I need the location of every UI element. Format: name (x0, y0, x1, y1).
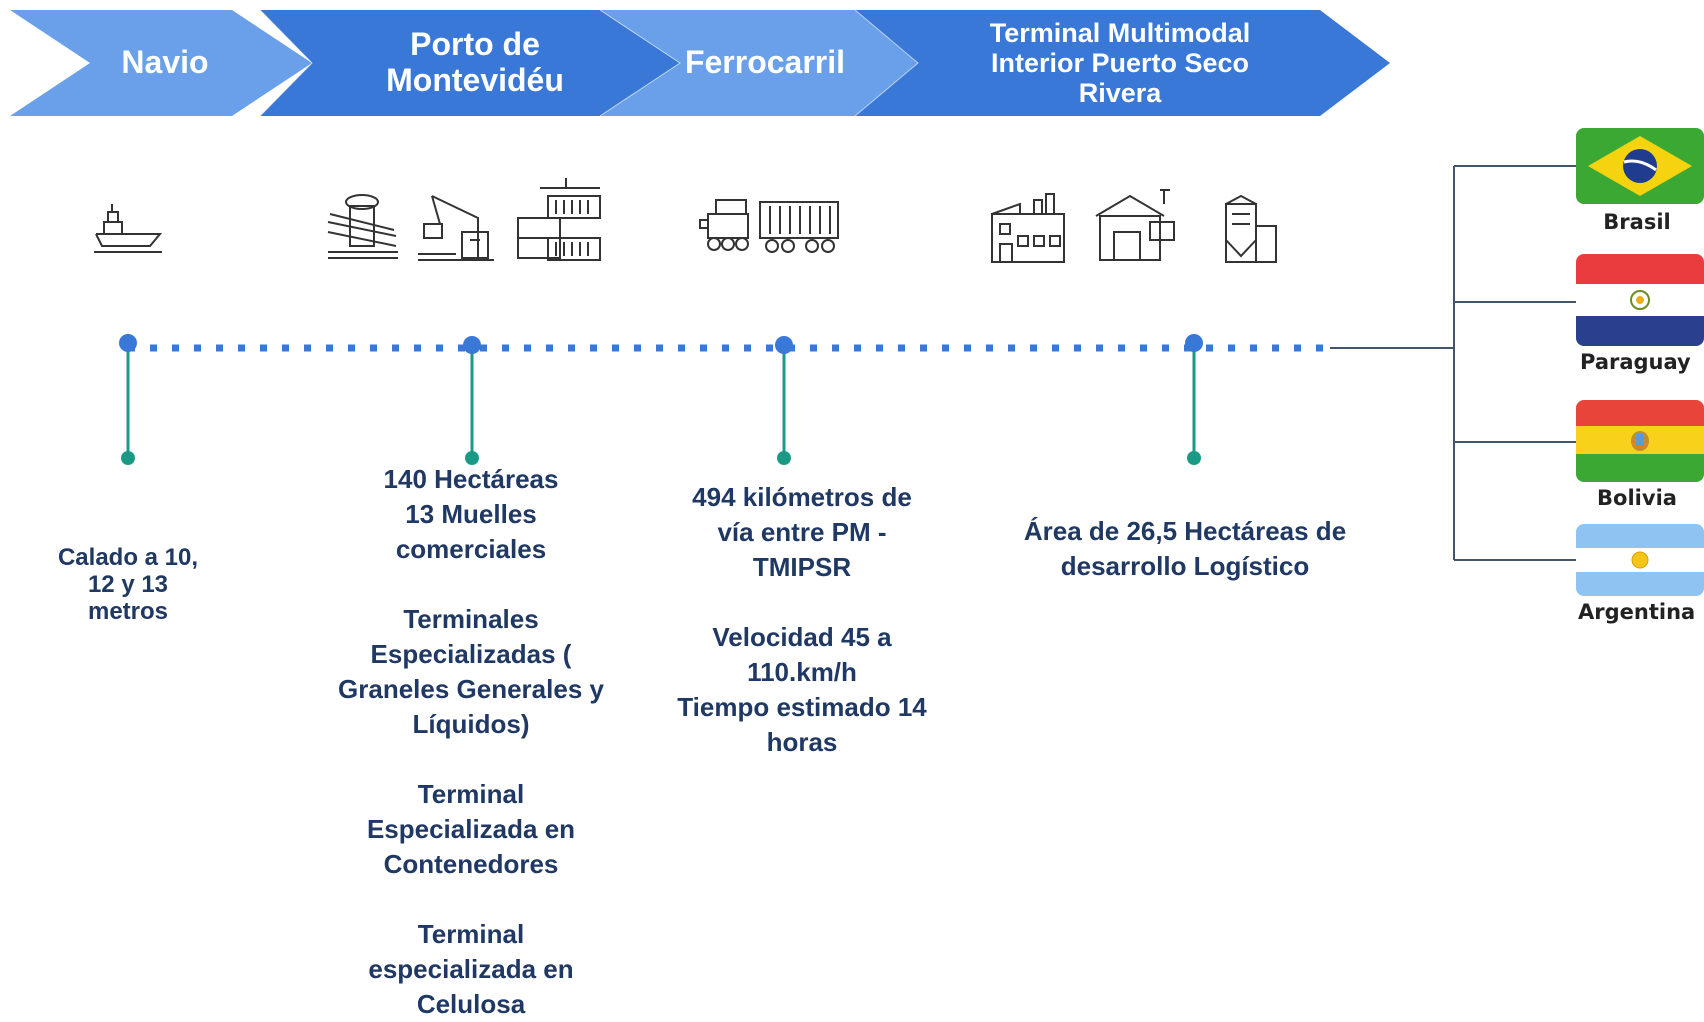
connector-navio (119, 334, 137, 465)
detail-terminal: Área de 26,5 Hectáreas de desarrollo Log… (1023, 516, 1347, 581)
stage-label-terminal: Terminal Multimodal Interior Puerto Seco… (989, 17, 1251, 109)
detail-porto: 140 Hectáreas 13 Muelles comerciales Ter… (338, 464, 604, 1019)
argentina-flag (1576, 524, 1704, 596)
connector-terminal (1185, 334, 1203, 465)
bolivia-flag (1576, 400, 1704, 482)
connector-ferrocarril (775, 336, 793, 465)
chevron-ferrocarril (600, 10, 918, 116)
silo-icon (1225, 194, 1277, 263)
country-label-paraguay: Paraguay (1580, 350, 1691, 374)
warehouse-icon (1095, 189, 1175, 261)
container-stack-icon (517, 178, 601, 261)
country-label-bolivia: Bolivia (1597, 486, 1677, 510)
connector-porto (463, 336, 481, 465)
factory-icon (991, 193, 1065, 263)
port-crane-mooring-icon (327, 194, 398, 259)
detail-navio: Calado a 10, 12 y 13 metros (57, 544, 199, 625)
detail-ferrocarril: 494 kilómetros de vía entre PM - TMIPSR … (677, 482, 927, 757)
country-label-brasil: Brasil (1603, 210, 1671, 234)
chevron-terminal (855, 10, 1390, 116)
locomotive-icon (699, 199, 749, 251)
stage-label-navio: Navio (121, 44, 209, 81)
stage-label-ferrocarril: Ferrocarril (684, 44, 846, 81)
brazil-flag (1576, 128, 1704, 204)
harbor-crane-icon (418, 195, 494, 261)
chevron-porto (260, 10, 680, 116)
stage-label-porto: Porto de Montevidéu (386, 26, 564, 98)
ship-icon (94, 204, 163, 253)
chevron-navio (10, 10, 312, 116)
paraguay-flag (1576, 254, 1704, 346)
country-bracket (1330, 165, 1576, 561)
country-label-argentina: Argentina (1578, 600, 1696, 624)
freight-wagon-icon (759, 201, 839, 253)
